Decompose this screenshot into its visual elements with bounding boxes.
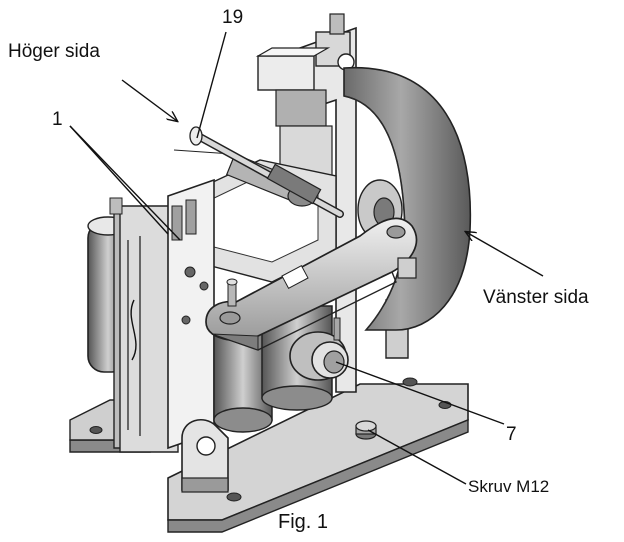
magnet-coil — [87, 178, 215, 453]
brake-disk — [343, 67, 472, 331]
callout-leaders — [69, 31, 544, 485]
adjuster-knob — [289, 317, 349, 381]
brake-arm — [205, 217, 418, 351]
callout-vanster-sida: Vänster sida — [483, 287, 589, 308]
screw-m12 — [355, 420, 377, 440]
callout-hoger-sida: Höger sida — [8, 41, 100, 62]
figure-caption: Fig. 1 — [278, 511, 329, 533]
callout-skruv-m12: Skruv M12 — [468, 477, 550, 496]
adjustment-rod — [173, 126, 344, 218]
front-bracket — [181, 418, 229, 493]
callout-19: 19 — [222, 7, 244, 28]
callout-7: 7 — [506, 424, 517, 445]
callout-1: 1 — [52, 109, 63, 130]
